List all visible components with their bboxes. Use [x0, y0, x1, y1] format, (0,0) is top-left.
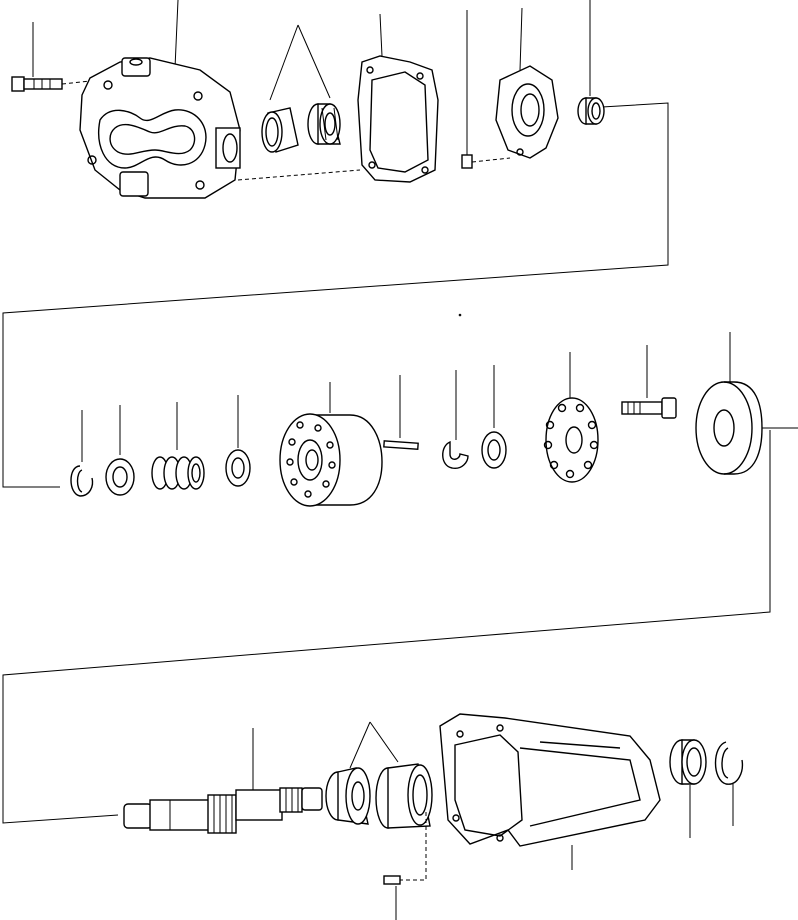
- stray-dot: [458, 313, 462, 317]
- cylinder-block: [279, 382, 383, 507]
- oil-seal: [669, 739, 707, 838]
- bushing-row1: [577, 0, 605, 125]
- washer-row2-b: [225, 395, 251, 487]
- pin-row2: [383, 375, 419, 450]
- thrust-plate: [695, 332, 763, 475]
- bolt-row2: [621, 345, 677, 419]
- collar-row2: [481, 365, 507, 469]
- shaft: [123, 728, 323, 834]
- bearing-pair-row1: [261, 24, 341, 153]
- housing: [79, 0, 361, 199]
- end-plate: [495, 7, 559, 159]
- spring: [151, 402, 205, 490]
- snap-ring-row3: [714, 741, 744, 826]
- row-connector-lines: [2, 102, 798, 824]
- gasket: [357, 13, 439, 183]
- c-ring-row2: [442, 370, 469, 470]
- dowel-pin-row1: [461, 10, 511, 169]
- bearing-pair-row3: [325, 721, 433, 829]
- dowel-pin-row3: [383, 875, 401, 920]
- bolt-row1: [11, 22, 101, 92]
- washer-row2-a: [105, 405, 135, 496]
- case: [400, 713, 661, 881]
- cam-plate: [543, 352, 599, 483]
- snap-ring-row2: [70, 410, 94, 497]
